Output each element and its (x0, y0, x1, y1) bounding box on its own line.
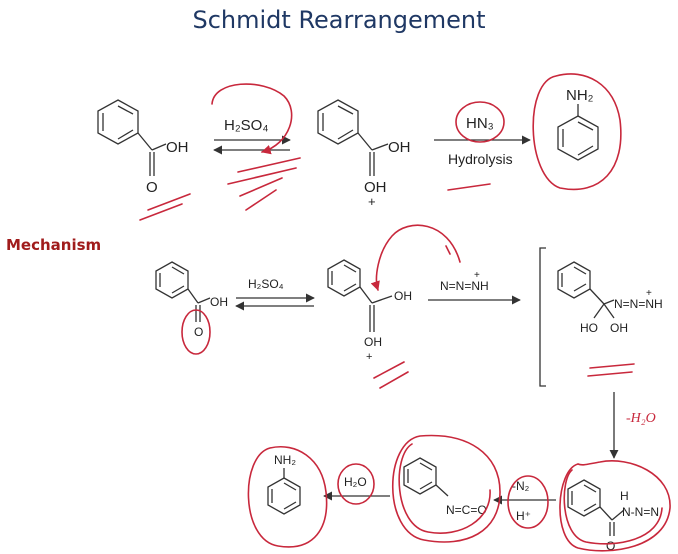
reactant-o-label: O (146, 179, 158, 196)
adduct-charge-label: + (646, 288, 652, 299)
mech-reactant-o-label: O (194, 325, 203, 339)
ink-annotations-mech2 (247, 434, 671, 552)
benzoic-acid-top: OH O (97, 99, 189, 196)
aniline-product: NH₂ (267, 453, 301, 515)
amide-o-label: O (606, 539, 615, 553)
azide-reagent: N=N=NH (440, 279, 489, 293)
azide-addition-arrow: N=N=NH + (428, 270, 521, 305)
product-nh2-label: NH₂ (566, 87, 594, 104)
mech-reactant-oh-label: OH (210, 295, 228, 309)
ink-annotations-mech1 (181, 224, 635, 389)
page-title: Schmidt Rearrangement (192, 6, 486, 34)
water-label: H₂O (344, 475, 367, 489)
water-loss-arrow: -H₂O (609, 392, 656, 459)
mech-protonated-oh-bottom: OH (364, 335, 382, 349)
reagent-hn3: HN₃ (466, 115, 494, 132)
amide-h-label: H (620, 489, 629, 503)
reagent-h2so4-mech: H₂SO₄ (248, 277, 284, 291)
hydrolysis-arrow: H₂O (323, 475, 390, 501)
isocyanate-label: N=C=O (446, 503, 487, 517)
hydrolysis-label: Hydrolysis (448, 151, 513, 167)
aniline-nh2-label: NH₂ (274, 453, 296, 467)
protonated-acid-top: OH OH + (317, 99, 411, 209)
ink-annotations-top (139, 73, 622, 221)
acyl-azide-intermediate: H N-N=N O (567, 479, 659, 553)
h-plus-label: H⁺ (516, 509, 531, 523)
mech-protonated-oh-top: OH (394, 289, 412, 303)
reaction-arrow-top: HN₃ Hydrolysis (434, 115, 531, 167)
reagent-h2so4-top: H₂SO₄ (224, 117, 268, 134)
n2-loss-arrow: -N₂ H⁺ (493, 479, 556, 523)
water-loss-label: -H₂O (626, 411, 656, 426)
reactant-oh-label: OH (166, 139, 189, 156)
equilibrium-arrows-top: H₂SO₄ (213, 117, 291, 155)
intermediate-oh-bottom-label: OH (364, 179, 387, 196)
protonated-acid-mech: OH OH + (327, 259, 412, 363)
adduct-ho-label: HO (580, 321, 598, 335)
intermediate-oh-top-label: OH (388, 139, 411, 156)
aniline-top: NH₂ (557, 87, 599, 161)
azide-adduct-bracket: N=N=NH + HO OH (539, 247, 663, 387)
intermediate-plus-label: + (368, 194, 376, 209)
equilibrium-arrows-mech: H₂SO₄ (235, 277, 315, 311)
n2-loss-label: -N₂ (512, 479, 530, 493)
amide-chain-label: N-N=N (622, 505, 659, 519)
azide-charge: + (474, 270, 480, 281)
adduct-oh-label: OH (610, 321, 628, 335)
mechanism-heading: Mechanism (6, 236, 102, 254)
adduct-chain-label: N=N=NH (614, 297, 663, 311)
mech-protonated-plus: + (366, 351, 372, 363)
phenyl-isocyanate: N=C=O (403, 457, 487, 517)
benzoic-acid-mech: OH O (155, 261, 228, 339)
